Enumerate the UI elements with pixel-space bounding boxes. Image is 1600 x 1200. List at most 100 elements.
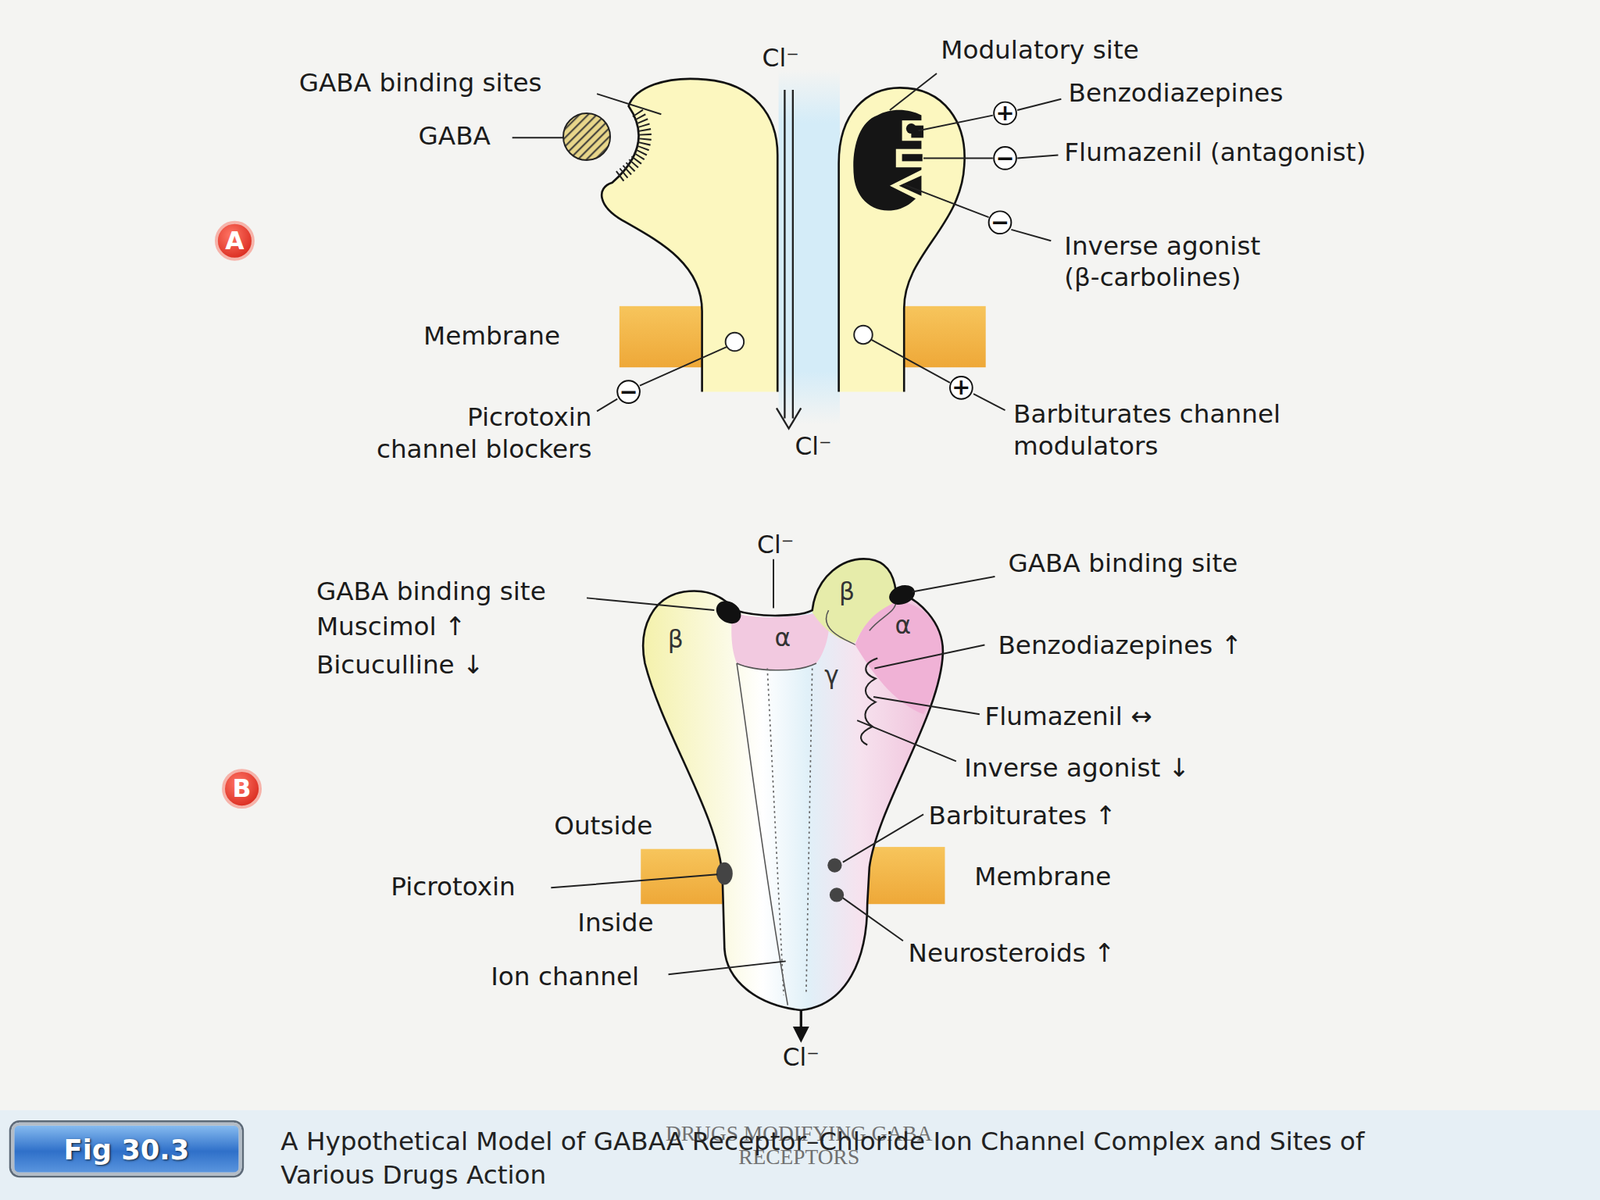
figure-badge: Fig 30.3 bbox=[10, 1122, 242, 1176]
effect-sign: + bbox=[992, 100, 1018, 125]
drug-label: Picrotoxin channel blockers bbox=[373, 402, 593, 465]
sign-circle-outline bbox=[617, 380, 640, 404]
subunit-label: γ bbox=[818, 662, 846, 690]
effect-sign: − bbox=[992, 146, 1018, 171]
arrow-head bbox=[792, 1026, 810, 1043]
chloride-flow-arrow bbox=[792, 89, 794, 419]
panel-letter: B bbox=[232, 776, 252, 801]
drug-label: Benzodiazepines bbox=[1068, 78, 1284, 110]
subunit-name: β bbox=[667, 627, 684, 652]
binding-site-lining bbox=[619, 110, 646, 177]
picrotoxin-site bbox=[716, 862, 733, 886]
effect-symbol: + bbox=[951, 376, 971, 400]
sign-circle-outline bbox=[989, 210, 1012, 234]
sign-circle-outline bbox=[993, 102, 1017, 125]
receptor-subunit bbox=[601, 78, 778, 393]
sign-circle-outline bbox=[993, 146, 1017, 170]
site-label: Modulatory site bbox=[940, 35, 1140, 67]
inverse-agonist-ligand bbox=[899, 175, 922, 197]
effect-symbol: − bbox=[990, 210, 1010, 234]
subunit-name: α bbox=[895, 613, 912, 638]
ion-label: Cl⁻ bbox=[782, 1042, 820, 1073]
figure-number: Fig 30.3 bbox=[64, 1135, 190, 1163]
effect-sign: + bbox=[949, 375, 974, 400]
receptor-subunit bbox=[839, 87, 965, 392]
side-label: Outside bbox=[553, 810, 653, 843]
subunit-name: α bbox=[774, 625, 791, 650]
subunit-label: β bbox=[831, 576, 862, 608]
ion-label: Cl⁻ bbox=[757, 531, 794, 561]
drug-label: Barbiturates channel modulators bbox=[1013, 399, 1284, 462]
channel-wall bbox=[767, 668, 784, 996]
badge-circle-fill bbox=[216, 222, 254, 260]
subunit-boundary bbox=[736, 602, 897, 1006]
subunit-name: γ bbox=[824, 663, 840, 688]
panel-badge: B bbox=[221, 768, 262, 810]
channel-label: Ion channel bbox=[490, 961, 640, 993]
ion-label: Cl⁻ bbox=[794, 432, 832, 462]
subunit-name: β bbox=[839, 579, 855, 604]
effect-sign: − bbox=[616, 379, 641, 404]
drug-label: Muscimol ↑ bbox=[316, 611, 467, 643]
gaba-binding-site bbox=[711, 596, 746, 629]
effect-sign: − bbox=[987, 210, 1012, 235]
effect-symbol: + bbox=[995, 102, 1015, 125]
membrane-band bbox=[640, 849, 722, 905]
drug-label: Inverse agonist ↓ bbox=[964, 753, 1190, 785]
drug-label: Flumazenil (antagonist) bbox=[1064, 137, 1366, 169]
site-label: GABA binding sites bbox=[299, 67, 543, 100]
chloride-flow-arrow bbox=[783, 89, 786, 419]
figure-caption: A Hypothetical Model of GABAA Receptor–C… bbox=[280, 1124, 1368, 1192]
drug-label: Picrotoxin bbox=[390, 871, 516, 904]
ion-channel-pore bbox=[778, 69, 840, 425]
receptor-outline bbox=[642, 558, 943, 1011]
badge-circle-fill bbox=[223, 770, 261, 808]
gaba-molecule bbox=[563, 113, 611, 161]
molecule-label: GABA bbox=[418, 121, 491, 153]
membrane-band bbox=[867, 846, 945, 904]
benzodiazepine-site bbox=[860, 657, 878, 745]
drug-label: Neurosteroids ↑ bbox=[907, 938, 1115, 970]
drug-label: Barbiturates ↑ bbox=[928, 800, 1117, 833]
barbiturate-site bbox=[853, 325, 873, 345]
barbiturate-site bbox=[827, 857, 842, 872]
panel-badge: A bbox=[214, 220, 255, 261]
sign-circle-outline bbox=[950, 376, 973, 400]
flumazenil-ligand bbox=[902, 153, 923, 161]
gaba-binding-site bbox=[886, 582, 918, 609]
membrane-label: Membrane bbox=[974, 861, 1111, 893]
subunit-label: β bbox=[660, 624, 691, 655]
site-notch bbox=[896, 149, 923, 168]
neurosteroid-site bbox=[829, 887, 844, 902]
ion-label: Cl⁻ bbox=[762, 44, 800, 75]
membrane-label: Membrane bbox=[423, 321, 561, 353]
subunit-label: α bbox=[887, 610, 918, 641]
arrow-head bbox=[776, 407, 801, 429]
channel-wall bbox=[806, 668, 813, 996]
drug-label: Benzodiazepines ↑ bbox=[997, 630, 1243, 662]
caption-band bbox=[0, 1110, 1600, 1200]
leader-lines bbox=[512, 73, 1062, 411]
drug-label: Bicuculline ↓ bbox=[316, 650, 485, 682]
membrane-band bbox=[619, 306, 704, 368]
alpha-subunit bbox=[731, 610, 829, 671]
picrotoxin-site bbox=[725, 332, 745, 352]
site-label: GABA binding site bbox=[1007, 548, 1238, 580]
panel-letter: A bbox=[225, 228, 244, 254]
side-label: Inside bbox=[577, 907, 654, 940]
drug-label: Flumazenil ↔ bbox=[984, 701, 1152, 733]
subunit-label: α bbox=[767, 622, 798, 654]
effect-symbol: − bbox=[619, 380, 639, 404]
leader-lines bbox=[550, 576, 995, 975]
effect-symbol: − bbox=[995, 146, 1015, 170]
drug-label: Inverse agonist (β-carbolines) bbox=[1064, 231, 1264, 294]
receptor-body bbox=[642, 558, 943, 1011]
benzodiazepine-ligand bbox=[906, 123, 917, 134]
chloride-flow-line bbox=[772, 559, 775, 609]
site-label: GABA binding site bbox=[316, 576, 547, 608]
membrane-band bbox=[902, 306, 986, 368]
